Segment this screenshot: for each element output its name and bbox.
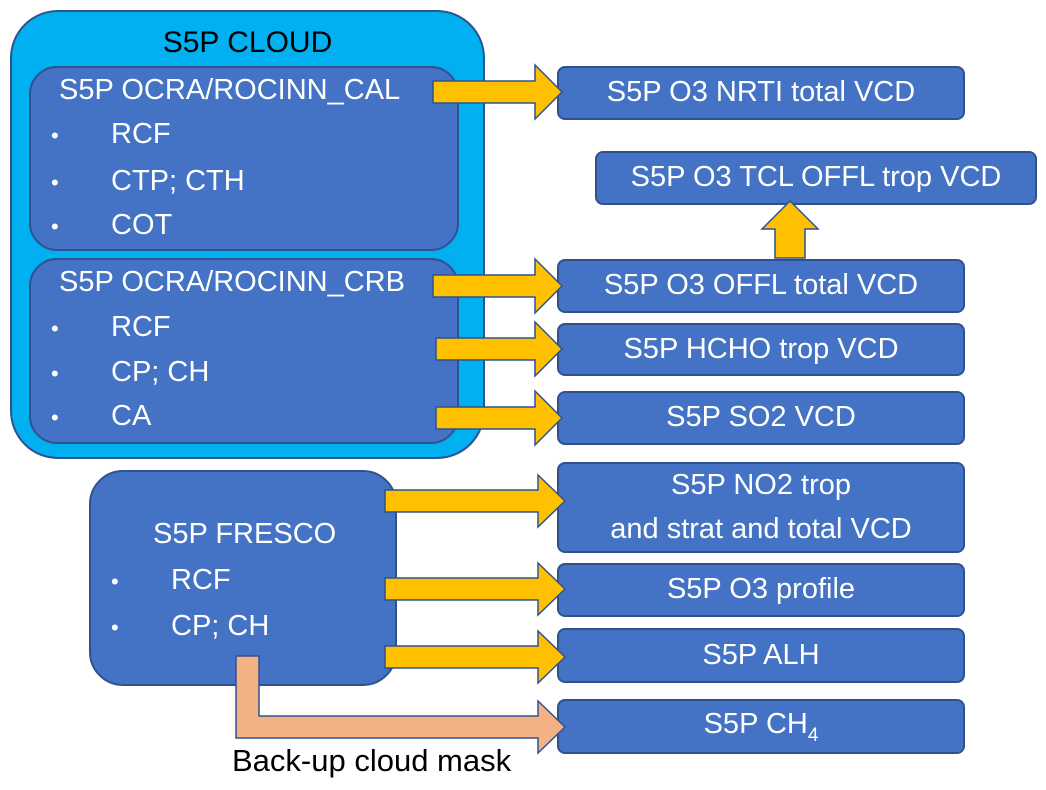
ocra-rocinn-crb-box: S5P OCRA/ROCINN_CRB •RCF •CP; CH •CA [29, 258, 459, 444]
so2-vcd-box: S5P SO2 VCD [557, 391, 965, 445]
arrow-fresco-to-o3-profile [384, 561, 567, 617]
list-item: •CP; CH [51, 356, 210, 388]
bullet-icon: • [51, 316, 59, 341]
alh-box: S5P ALH [557, 628, 965, 683]
bullet-icon: • [111, 569, 119, 594]
no2-label-line2: and strat and total VCD [610, 512, 912, 545]
bullet-icon: • [51, 405, 59, 430]
fresco-title: S5P FRESCO [153, 518, 337, 550]
o3-profile-box: S5P O3 profile [557, 563, 965, 617]
ocra-rocinn-cal-title: S5P OCRA/ROCINN_CAL [59, 74, 401, 106]
bullet-icon: • [51, 361, 59, 386]
alh-label: S5P ALH [702, 638, 820, 671]
ch4-label: S5P CH4 [703, 707, 819, 746]
o3-offl-label: S5P O3 OFFL total VCD [603, 269, 919, 302]
list-item: •RCF [51, 311, 171, 343]
so2-label: S5P SO2 VCD [666, 401, 856, 434]
o3-nrti-label: S5P O3 NRTI total VCD [606, 76, 916, 109]
arrow-o3-offl-to-tcl [760, 199, 820, 259]
bullet-icon: • [51, 123, 59, 148]
arrow-fresco-to-alh [384, 629, 567, 685]
ocra-rocinn-crb-title: S5P OCRA/ROCINN_CRB [59, 266, 405, 298]
fresco-box: S5P FRESCO •RCF •CP; CH [89, 470, 397, 686]
ocra-rocinn-cal-box: S5P OCRA/ROCINN_CAL •RCF •CTP; CTH •COT [29, 66, 459, 251]
backup-cloud-mask-caption: Back-up cloud mask [232, 743, 512, 778]
no2-label-line1: S5P NO2 trop [670, 469, 851, 501]
bullet-icon: • [51, 214, 59, 239]
list-item: •RCF [111, 564, 231, 596]
arrow-cal-to-o3-nrti [432, 63, 564, 121]
list-item: •CP; CH [111, 610, 270, 642]
list-item: •COT [51, 209, 173, 241]
arrow-crb-to-so2 [435, 389, 564, 447]
o3-offl-total-vcd-box: S5P O3 OFFL total VCD [557, 259, 965, 313]
bullet-icon: • [111, 615, 119, 640]
bullet-icon: • [51, 170, 59, 195]
arrow-crb-to-o3-offl [432, 257, 564, 315]
hcho-label: S5P HCHO trop VCD [623, 332, 899, 365]
o3-tcl-label: S5P O3 TCL OFFL trop VCD [630, 161, 1002, 194]
hcho-trop-vcd-box: S5P HCHO trop VCD [557, 323, 965, 376]
list-item: •CTP; CTH [51, 165, 245, 197]
o3-profile-label: S5P O3 profile [666, 573, 856, 606]
arrow-fresco-to-no2 [384, 473, 567, 529]
o3-tcl-offl-trop-vcd-box: S5P O3 TCL OFFL trop VCD [595, 151, 1037, 205]
cloud-group-title: S5P CLOUD [162, 26, 333, 59]
list-item: •CA [51, 400, 152, 432]
list-item: •RCF [51, 118, 171, 150]
arrow-crb-to-hcho [435, 320, 564, 378]
arrow-fresco-to-ch4-backup [235, 655, 567, 755]
ch4-box: S5P CH4 [557, 699, 965, 754]
no2-trop-strat-total-vcd-box: S5P NO2 trop and strat and total VCD [557, 462, 965, 553]
